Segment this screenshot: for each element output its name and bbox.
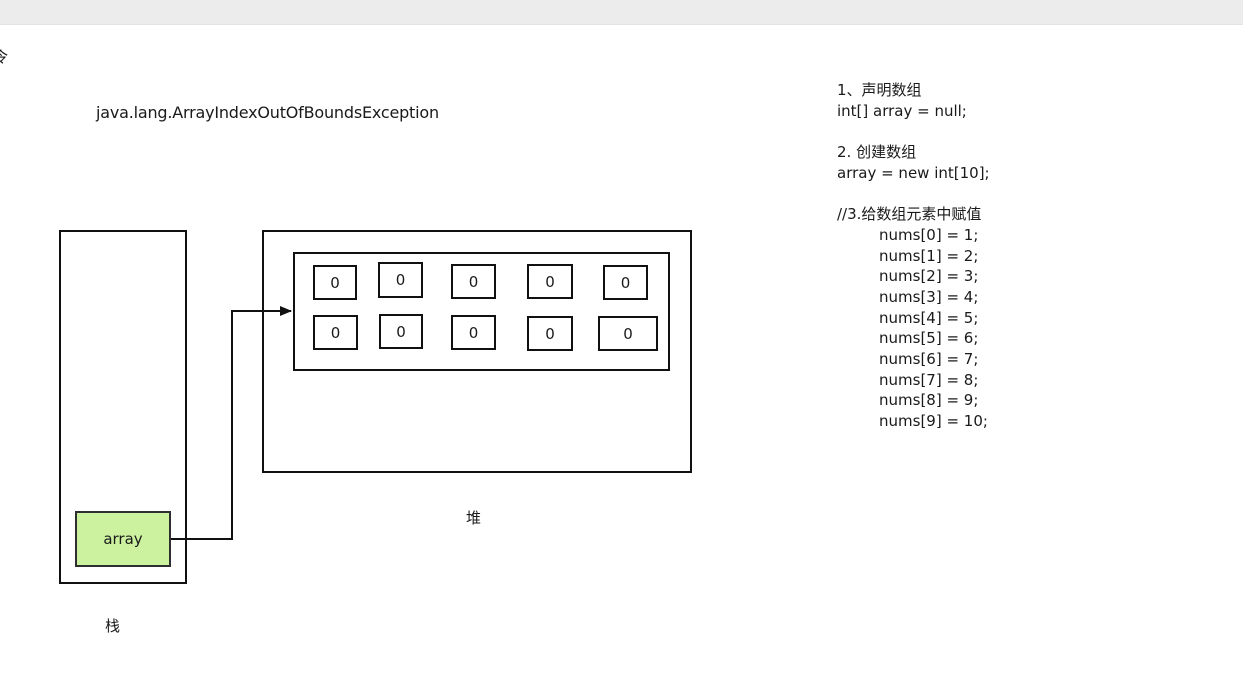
array-cell-0: 0 — [313, 265, 357, 300]
array-cell-9: 0 — [598, 316, 658, 351]
assignment-line: nums[3] = 4; — [879, 287, 979, 306]
code-notes: 1、声明数组 int[] array = null; 2. 创建数组 array… — [837, 80, 990, 432]
assignment-line: nums[4] = 5; — [879, 308, 979, 327]
step1-code: int[] array = null; — [837, 101, 967, 120]
assignment-line: nums[7] = 8; — [879, 370, 979, 389]
assignment-line: nums[0] = 1; — [879, 225, 979, 244]
reference-arrow-line — [171, 306, 292, 540]
array-cell-7: 0 — [451, 315, 496, 350]
step3-title: //3.给数组元素中赋值 — [837, 205, 982, 224]
array-cell-4: 0 — [603, 265, 648, 300]
stack-label: 栈 — [105, 617, 121, 635]
assignment-line: nums[1] = 2; — [879, 246, 979, 265]
assignment-line: nums[6] = 7; — [879, 349, 979, 368]
edge-clipped-char: 令 — [0, 48, 9, 66]
array-cell-1: 0 — [378, 262, 423, 298]
step1-title: 1、声明数组 — [837, 81, 922, 99]
heap-label: 堆 — [466, 509, 482, 527]
step2-title: 2. 创建数组 — [837, 143, 917, 162]
array-cell-8: 0 — [527, 316, 573, 351]
array-reference-box: array — [75, 511, 171, 567]
assignment-line: nums[5] = 6; — [879, 329, 979, 348]
array-cell-2: 0 — [451, 264, 496, 299]
array-cell-3: 0 — [527, 264, 573, 299]
assignment-line: nums[8] = 9; — [879, 391, 979, 410]
assignment-line: nums[2] = 3; — [879, 267, 979, 286]
exception-title: java.lang.ArrayIndexOutOfBoundsException — [96, 103, 439, 122]
assignment-line: nums[9] = 10; — [879, 412, 988, 430]
array-cell-6: 0 — [379, 314, 423, 349]
top-toolbar-strip — [0, 0, 1243, 25]
step2-code: array = new int[10]; — [837, 163, 990, 182]
array-cell-5: 0 — [313, 315, 358, 350]
